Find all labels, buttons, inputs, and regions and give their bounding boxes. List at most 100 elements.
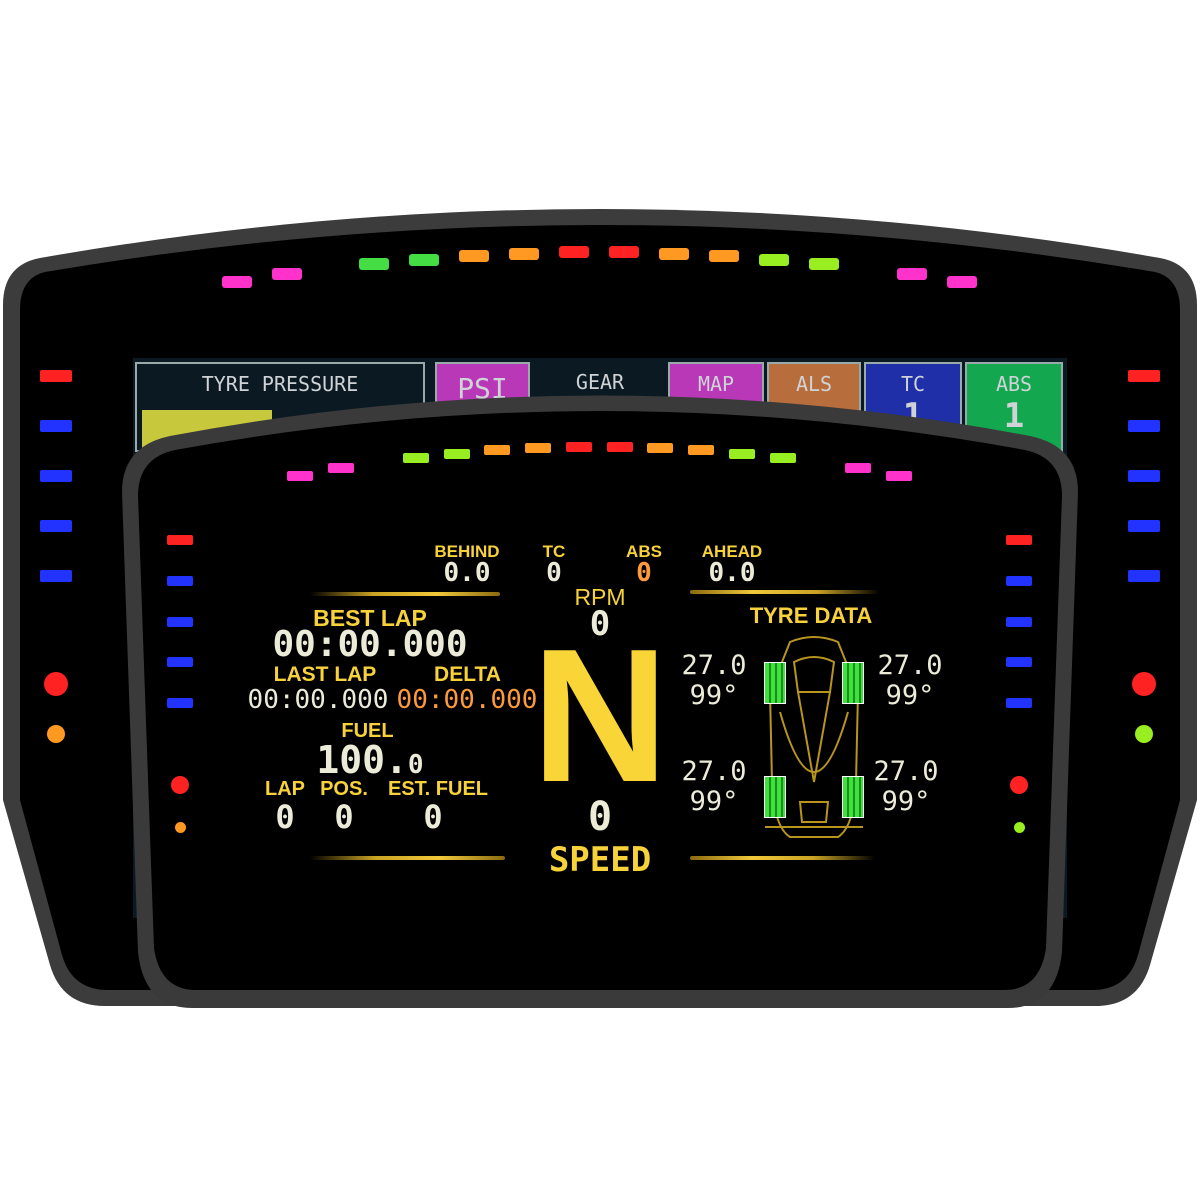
back-shift-led	[759, 254, 789, 266]
rpm-value: 0	[589, 604, 611, 644]
back-shift-led	[409, 254, 439, 266]
behind-label: BEHIND	[434, 542, 500, 561]
left-bottom-swoosh	[310, 856, 505, 860]
front-left-led	[167, 576, 193, 586]
map-label: MAP	[697, 372, 735, 396]
last-lap-value: 00:00.000	[247, 685, 389, 715]
front-shift-led	[729, 449, 755, 459]
abs-label: ABS	[626, 542, 662, 561]
last-lap-label: LAST LAP	[273, 663, 377, 686]
front-shift-led	[566, 442, 592, 452]
right-bottom-swoosh	[690, 856, 875, 860]
back-right-led	[1128, 420, 1160, 432]
back-shift-led	[509, 248, 539, 260]
back-shift-led	[609, 246, 639, 258]
front-shift-led	[770, 453, 796, 463]
back-shift-led	[659, 248, 689, 260]
behind-value: 0.0	[443, 558, 491, 588]
back-shift-led	[809, 258, 839, 270]
tyre-rl-temp: 99°	[689, 786, 739, 817]
back-left-flag-dot	[44, 672, 68, 696]
back-shift-led	[222, 276, 252, 288]
als-label: ALS	[795, 372, 833, 396]
pos-value: 0	[334, 798, 354, 836]
fuel-value: 100.0	[300, 738, 440, 782]
back-shift-led	[272, 268, 302, 280]
ahead-label: AHEAD	[701, 542, 763, 561]
front-shift-led	[287, 471, 313, 481]
fuel-value-int: 100.	[316, 738, 408, 782]
back-shift-led	[459, 250, 489, 262]
front-shift-led	[403, 453, 429, 463]
front-left-led	[167, 657, 193, 667]
best-lap-value: 00:00.000	[272, 624, 468, 665]
tyre-rl-indicator	[764, 776, 786, 818]
tyre-fr-indicator	[842, 662, 864, 704]
front-right-status-dot	[1014, 822, 1025, 833]
delta-label: DELTA	[434, 663, 501, 686]
tc-label: TC	[542, 542, 566, 561]
tyre-fl-indicator	[764, 662, 786, 704]
front-shift-led	[886, 471, 912, 481]
front-left-flag-dot	[171, 776, 189, 794]
gear-label: GEAR	[575, 370, 625, 394]
abs-value: 0	[636, 558, 652, 588]
front-right-led	[1006, 698, 1032, 708]
back-left-led	[40, 570, 72, 582]
front-shift-led	[328, 463, 354, 473]
front-right-led	[1006, 576, 1032, 586]
front-right-led	[1006, 617, 1032, 627]
fuel-label: FUEL	[341, 720, 394, 742]
front-right-flag-dot	[1010, 776, 1028, 794]
tyre-fl-pressure: 27.0	[681, 650, 747, 681]
front-shift-led	[607, 442, 633, 452]
lap-label: LAP	[265, 778, 305, 800]
back-left-led	[40, 520, 72, 532]
tyre-fr-pressure: 27.0	[877, 650, 943, 681]
front-shift-led	[444, 449, 470, 459]
tyre-fl-temp: 99°	[689, 680, 739, 711]
back-shift-led	[709, 250, 739, 262]
back-shift-led	[559, 246, 589, 258]
tyre-data-label: TYRE DATA	[749, 603, 873, 628]
tc-value: 0	[546, 558, 562, 588]
back-shift-led	[359, 258, 389, 270]
back-left-led	[40, 370, 72, 382]
front-shift-led	[845, 463, 871, 473]
front-shift-led	[484, 445, 510, 455]
front-right-led	[1006, 657, 1032, 667]
back-right-status-dot	[1135, 725, 1153, 743]
est-fuel-value: 0	[423, 798, 443, 836]
speed-value: 0	[587, 794, 613, 840]
front-left-led	[167, 617, 193, 627]
back-right-led	[1128, 520, 1160, 532]
back-left-led	[40, 470, 72, 482]
tyre-rl-pressure: 27.0	[681, 756, 747, 787]
tyre-pressure-label: TYRE PRESSURE	[201, 372, 359, 396]
back-right-led	[1128, 470, 1160, 482]
front-left-status-dot	[175, 822, 186, 833]
gear-panel: GEAR	[540, 362, 660, 452]
front-left-led	[167, 535, 193, 545]
tyre-rr-temp: 99°	[881, 786, 931, 817]
front-left-led	[167, 698, 193, 708]
left-top-swoosh	[310, 592, 500, 596]
abs-value: 1	[1003, 396, 1025, 436]
speed-label: SPEED	[548, 840, 652, 880]
back-right-led	[1128, 570, 1160, 582]
back-right-led	[1128, 370, 1160, 382]
tc-label: TC	[900, 372, 926, 396]
front-shift-led	[525, 443, 551, 453]
back-right-flag-dot	[1132, 672, 1156, 696]
right-top-swoosh	[690, 590, 880, 594]
front-right-led	[1006, 535, 1032, 545]
est-fuel-label: EST. FUEL	[387, 778, 488, 800]
back-shift-led	[947, 276, 977, 288]
tyre-fr-temp: 99°	[885, 680, 935, 711]
tyre-rr-indicator	[842, 776, 864, 818]
front-shift-led	[688, 445, 714, 455]
back-shift-led	[897, 268, 927, 280]
front-shift-led	[647, 443, 673, 453]
ahead-value: 0.0	[708, 558, 756, 588]
